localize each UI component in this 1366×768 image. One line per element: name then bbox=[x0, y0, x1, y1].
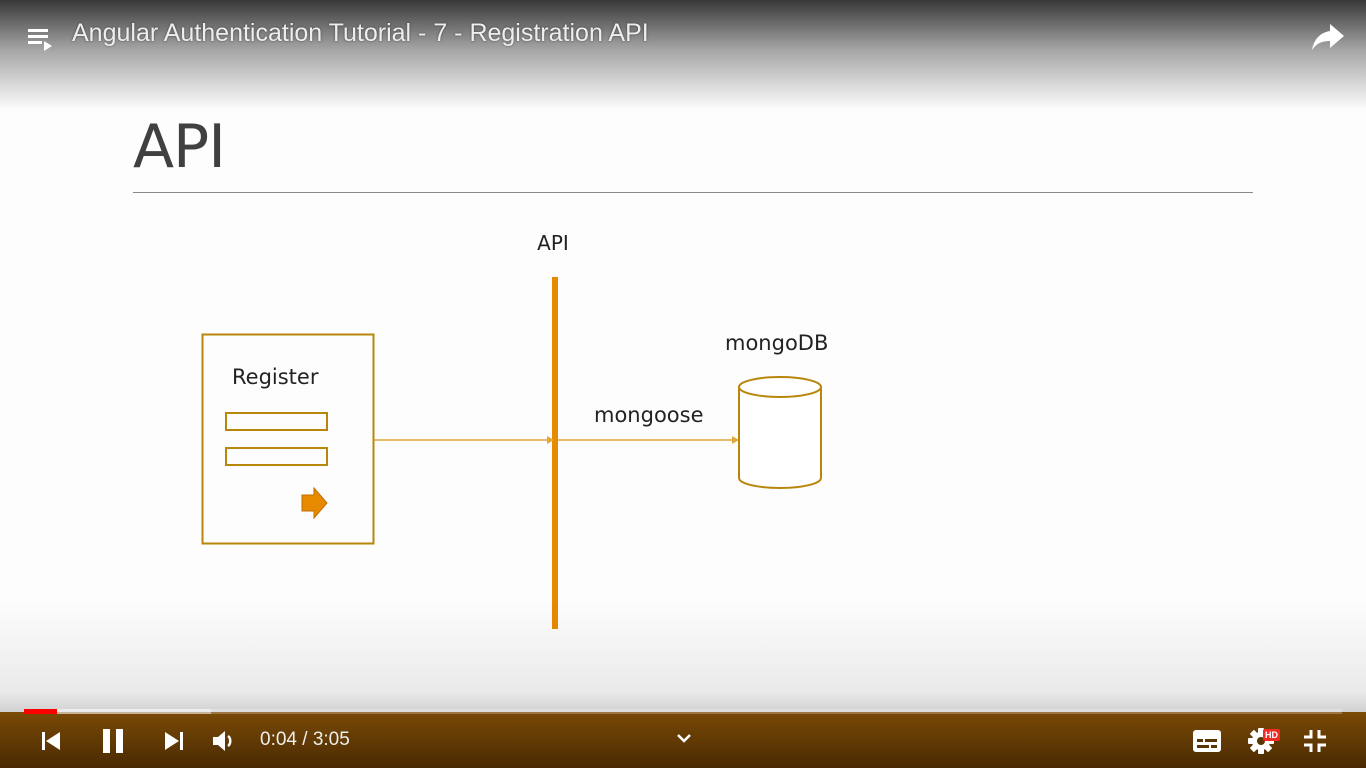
exit-fullscreen-icon bbox=[1304, 730, 1326, 752]
playlist-icon bbox=[28, 29, 52, 51]
pause-button[interactable] bbox=[100, 727, 128, 755]
mongoose-label: mongoose bbox=[594, 403, 704, 427]
volume-icon bbox=[213, 731, 232, 751]
form-field-2 bbox=[225, 447, 328, 466]
api-boundary-line bbox=[552, 277, 558, 629]
chevron-down-icon bbox=[677, 734, 691, 743]
top-overlay bbox=[0, 0, 1366, 110]
subtitles-icon bbox=[1193, 730, 1221, 752]
progress-buffered bbox=[24, 709, 212, 714]
progress-bar[interactable] bbox=[24, 709, 1342, 714]
previous-icon bbox=[42, 732, 60, 750]
form-to-api-arrowhead bbox=[547, 436, 554, 444]
share-button[interactable] bbox=[1310, 20, 1346, 54]
next-icon bbox=[165, 732, 183, 750]
subtitles-button[interactable] bbox=[1192, 727, 1222, 755]
mute-button[interactable] bbox=[210, 727, 238, 755]
slide-title: API bbox=[133, 112, 226, 182]
submit-arrow-icon bbox=[301, 486, 328, 520]
progress-played bbox=[24, 709, 57, 714]
mongodb-label: mongoDB bbox=[725, 331, 828, 355]
form-field-1 bbox=[225, 412, 328, 431]
exit-fullscreen-button[interactable] bbox=[1301, 727, 1329, 755]
register-label: Register bbox=[232, 365, 319, 389]
more-controls-button[interactable] bbox=[673, 727, 695, 749]
slide-divider bbox=[133, 192, 1253, 193]
database-icon bbox=[738, 376, 822, 489]
share-icon bbox=[1312, 24, 1344, 50]
playlist-button[interactable] bbox=[24, 22, 56, 54]
pause-icon bbox=[103, 729, 123, 753]
hd-badge: HD bbox=[1263, 729, 1280, 741]
api-label: API bbox=[537, 231, 569, 255]
api-to-db-arrowhead bbox=[732, 436, 739, 444]
video-title[interactable]: Angular Authentication Tutorial - 7 - Re… bbox=[72, 19, 649, 47]
previous-button[interactable] bbox=[38, 728, 64, 754]
next-button[interactable] bbox=[161, 728, 187, 754]
time-display: 0:04 / 3:05 bbox=[260, 729, 350, 750]
register-form-box bbox=[201, 333, 375, 545]
